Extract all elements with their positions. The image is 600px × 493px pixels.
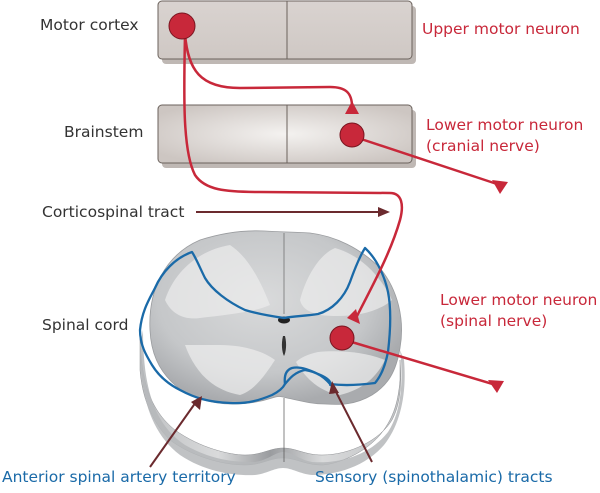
- label-brainstem: Brainstem: [64, 123, 144, 141]
- spinal-motor-neuron-cell: [329, 325, 355, 351]
- label-upper-motor-neuron: Upper motor neuron: [422, 20, 580, 38]
- spinal-synapse-arrowhead: [347, 309, 360, 324]
- label-spinal-cord: Spinal cord: [42, 316, 129, 334]
- cranial-motor-neuron-cell: [339, 122, 365, 148]
- spinal-nerve-arrowhead: [488, 380, 504, 393]
- label-motor-cortex: Motor cortex: [40, 16, 139, 34]
- label-corticospinal-tract: Corticospinal tract: [42, 203, 185, 221]
- upper-motor-neuron-cell: [168, 12, 196, 40]
- cranial-nerve-arrowhead: [492, 180, 508, 194]
- label-lower-motor-neuron-cranial-2: (cranial nerve): [426, 137, 540, 155]
- anterior-spinal-artery-territory-outline: [138, 246, 392, 405]
- motor-cortex-box: [157, 0, 416, 64]
- label-sensory-tracts: Sensory (spinothalamic) tracts: [315, 468, 553, 486]
- anterior-artery-pointer: [149, 396, 202, 468]
- brainstem-box: [157, 104, 416, 168]
- upper-motor-neuron-pathway: [168, 12, 404, 324]
- corticospinal-pointer: [196, 207, 390, 217]
- label-lower-motor-neuron-cranial-1: Lower motor neuron: [426, 116, 584, 134]
- label-lower-motor-neuron-spinal-1: Lower motor neuron: [440, 291, 598, 309]
- spinal-cord-section: [139, 230, 405, 476]
- label-anterior-spinal-artery-territory: Anterior spinal artery territory: [2, 468, 236, 486]
- lower-motor-neuron-spinal: [329, 325, 504, 393]
- lower-motor-neuron-cranial: [339, 122, 508, 194]
- sensory-tracts-pointer: [329, 381, 373, 463]
- label-lower-motor-neuron-spinal-2: (spinal nerve): [440, 312, 548, 330]
- brainstem-synapse-arrowhead: [345, 101, 359, 114]
- sensory-tract-outline: [283, 366, 332, 387]
